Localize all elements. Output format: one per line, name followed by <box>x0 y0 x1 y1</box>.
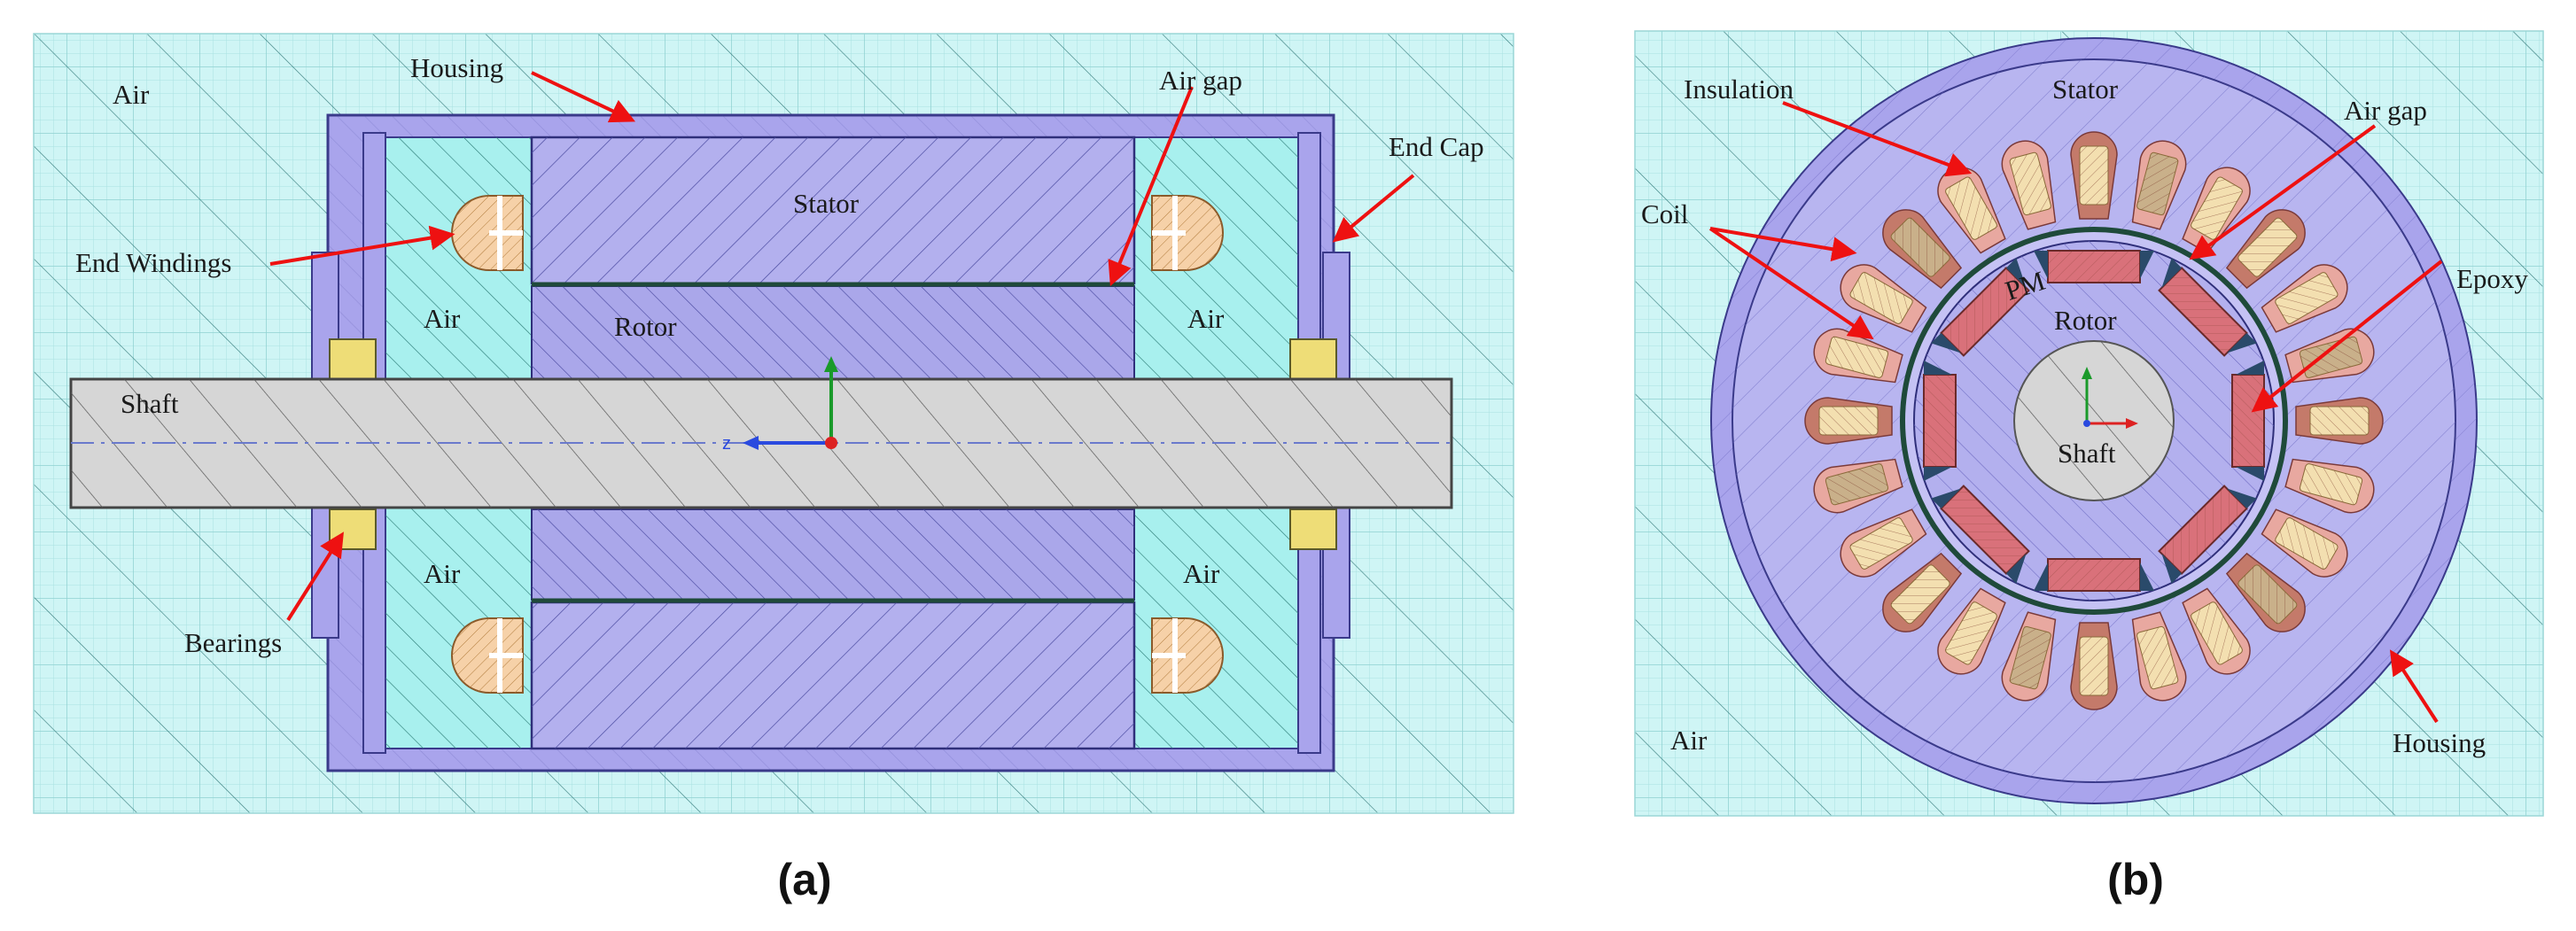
stator-slot <box>1813 328 1903 384</box>
end-windings <box>451 195 1224 694</box>
epoxy-fill <box>2034 562 2048 591</box>
label-shaft-b: Shaft <box>2058 438 2116 469</box>
bearings <box>329 338 1337 550</box>
stator-slot <box>2070 131 2118 220</box>
stator-slot <box>2182 587 2251 675</box>
epoxy-fill <box>2140 562 2154 591</box>
stator-slot <box>2001 140 2057 230</box>
label-end-cap: End Cap <box>1389 131 1484 162</box>
label-air-right-lower: Air <box>1183 558 1220 589</box>
axis-z-label: z <box>722 434 731 454</box>
permanent-magnets <box>1923 250 2265 592</box>
label-bearings: Bearings <box>184 627 282 658</box>
label-rotor: Rotor <box>614 311 677 342</box>
epoxy-fill <box>2236 467 2264 481</box>
coordinate-axes-b <box>2082 367 2138 429</box>
magnet <box>2034 250 2154 283</box>
panel-a-axial-section: z Air Housing Air gap End Cap Stator End… <box>33 33 1514 904</box>
stator-slot <box>2131 611 2187 702</box>
label-shaft: Shaft <box>121 388 179 419</box>
label-air-left-lower: Air <box>424 558 461 589</box>
epoxy-fill <box>2161 258 2182 289</box>
caption-b: (b) <box>2107 855 2164 904</box>
label-air-top: Air <box>113 79 150 110</box>
stator-slot <box>2284 458 2375 514</box>
epoxy-fill <box>2140 251 2154 279</box>
stator-slot <box>2070 622 2118 710</box>
coordinate-axes: z <box>722 356 838 454</box>
label-stator: Stator <box>793 188 860 219</box>
epoxy-fill <box>2034 251 2048 279</box>
end-caps <box>311 132 1350 754</box>
epoxy-fill <box>2226 333 2257 353</box>
stator-slot <box>1882 209 1963 290</box>
label-air-left-upper: Air <box>424 303 461 334</box>
label-stator-b: Stator <box>2052 74 2119 105</box>
magnet <box>2034 558 2154 592</box>
epoxy-fill <box>1931 488 1962 508</box>
label-air-b: Air <box>1670 725 1708 756</box>
annotation-arrows-a <box>269 71 1415 622</box>
epoxy-fill <box>1924 467 1952 481</box>
epoxy-fill <box>2236 361 2264 375</box>
label-coil: Coil <box>1641 198 1688 229</box>
magnet <box>2231 361 2265 481</box>
label-end-windings: End Windings <box>75 247 231 278</box>
stator-slot <box>1882 552 1963 632</box>
epoxy-fill <box>1924 361 1952 375</box>
stator-slot <box>2182 167 2251 254</box>
stator-slot <box>2261 264 2348 333</box>
label-air-gap: Air gap <box>1159 65 1242 96</box>
stator-slot <box>1813 458 1903 514</box>
epoxy-fill <box>2161 553 2182 584</box>
label-housing-b: Housing <box>2393 727 2486 758</box>
label-air-gap-b: Air gap <box>2344 95 2427 126</box>
stator-slot <box>2225 552 2306 632</box>
annotation-arrows-b <box>1708 101 2443 724</box>
label-epoxy: Epoxy <box>2456 263 2528 294</box>
stator-slot <box>1937 587 2006 675</box>
stator-slot <box>1937 167 2006 254</box>
rotor-core <box>531 282 1135 603</box>
label-rotor-b: Rotor <box>2054 305 2117 336</box>
stator-slot <box>2295 397 2384 445</box>
stator-core <box>530 136 1136 750</box>
label-air-right-upper: Air <box>1187 303 1225 334</box>
stator-slot <box>2131 140 2187 230</box>
magnet <box>2158 258 2257 357</box>
stator-slot <box>2261 508 2348 578</box>
magnet <box>1923 361 1957 481</box>
caption-a: (a) <box>777 855 831 904</box>
stator-slot <box>1804 397 1893 445</box>
stator-slots <box>1804 131 2384 710</box>
stator-slot <box>2284 328 2375 384</box>
label-insulation: Insulation <box>1684 74 1794 105</box>
magnet <box>1931 258 2030 357</box>
stator-slot <box>1840 264 1927 333</box>
stator-slot <box>2001 611 2057 702</box>
stator-slot <box>1840 508 1927 578</box>
panel-b-radial-section: Insulation Stator Air gap Coil Epoxy PM … <box>1634 30 2544 904</box>
epoxy-fill <box>2006 553 2027 584</box>
epoxy-fill <box>1931 333 1962 353</box>
magnet <box>2158 485 2257 584</box>
epoxy-fill <box>2006 258 2027 289</box>
label-housing: Housing <box>410 52 503 83</box>
stator-slot <box>2225 209 2306 290</box>
epoxy-fill <box>2226 488 2257 508</box>
magnet <box>1931 485 2030 584</box>
